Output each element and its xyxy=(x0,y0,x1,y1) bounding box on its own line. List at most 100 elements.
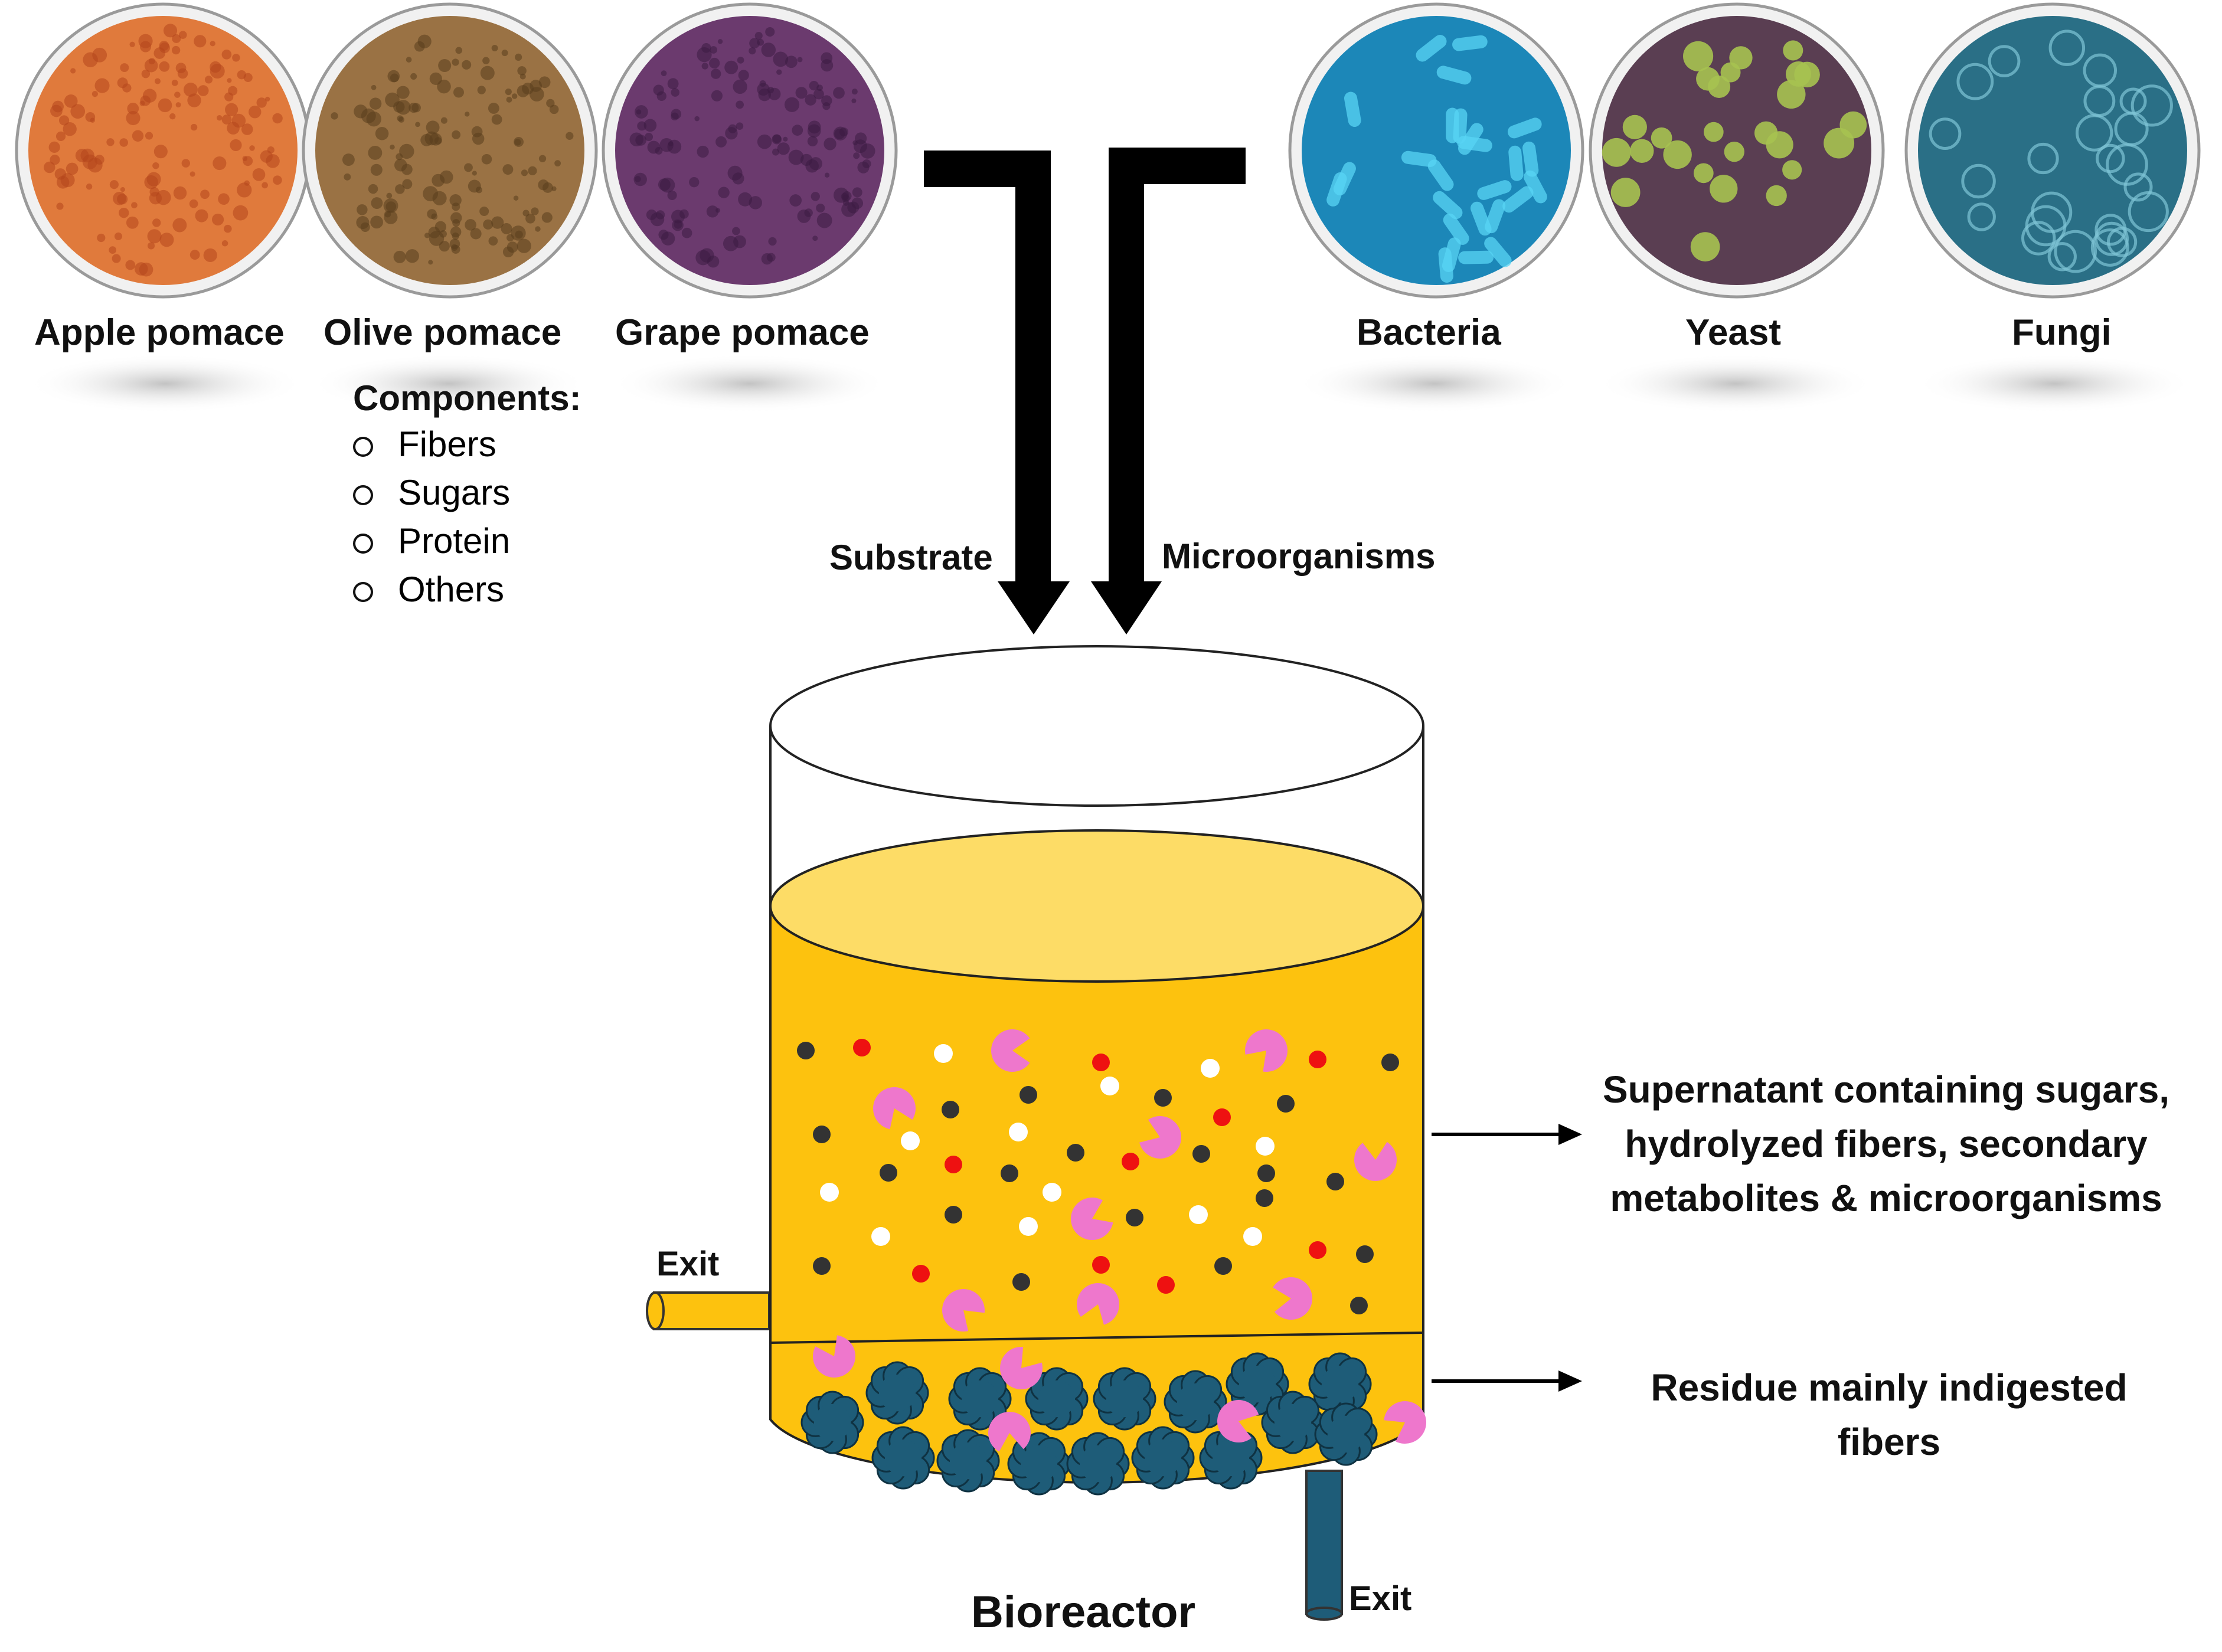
component-item: Others xyxy=(353,569,504,610)
dark-particle xyxy=(1356,1245,1374,1263)
white-particle xyxy=(1019,1217,1038,1236)
white-particle xyxy=(1256,1137,1275,1156)
bioreactor-label: Bioreactor xyxy=(971,1587,1196,1637)
dark-particle xyxy=(813,1126,831,1143)
fiber-clump xyxy=(800,1391,864,1454)
residue-output-arrow xyxy=(1432,1370,1582,1392)
red-particle xyxy=(1092,1256,1110,1274)
enzyme-particle xyxy=(1071,1198,1113,1240)
residue-line: fibers xyxy=(1837,1421,1941,1463)
enzyme-particle xyxy=(988,1412,1031,1452)
supernatant-line: Supernatant containing sugars, xyxy=(1602,1068,2170,1111)
dark-particle xyxy=(1277,1095,1295,1113)
olive-pomace-photo xyxy=(302,2,598,299)
enzyme-particle xyxy=(1384,1401,1427,1444)
fiber-clump xyxy=(871,1426,935,1490)
enzyme-particle xyxy=(1354,1141,1397,1181)
white-particle xyxy=(1009,1123,1028,1141)
dark-particle xyxy=(1154,1089,1172,1107)
bullet-circle-icon xyxy=(353,437,373,457)
white-particle xyxy=(1189,1205,1208,1224)
side-exit-label: Exit xyxy=(656,1245,720,1283)
particles-layer xyxy=(797,1029,1427,1496)
fiber-clump xyxy=(1007,1432,1071,1496)
yeast-label: Yeast xyxy=(1685,312,1782,353)
fiber-clump xyxy=(1066,1432,1130,1496)
fiber-clump xyxy=(1025,1367,1089,1431)
fiber-clump xyxy=(1164,1370,1227,1434)
fiber-clump xyxy=(936,1429,1000,1493)
bioreactor-vessel xyxy=(646,645,1427,1621)
olive-pomace-label: Olive pomace xyxy=(324,312,562,353)
enzyme-particle xyxy=(1000,1347,1043,1389)
white-particle xyxy=(820,1183,839,1202)
supernatant-output-text: Supernatant containing sugars, hydrolyze… xyxy=(1558,1062,2214,1225)
red-particle xyxy=(945,1156,962,1173)
apple-pomace-label: Apple pomace xyxy=(34,312,285,353)
fungi-photo xyxy=(1904,2,2201,299)
microorganisms-arrow xyxy=(1091,148,1246,634)
label-shadows xyxy=(27,354,2193,413)
dark-particle xyxy=(1012,1273,1030,1291)
enzyme-particle xyxy=(942,1289,985,1332)
dark-particle xyxy=(1214,1257,1232,1275)
dark-particle xyxy=(1067,1144,1084,1162)
bullet-circle-icon xyxy=(353,534,373,554)
grape-pomace-photo xyxy=(602,2,898,299)
enzyme-particle xyxy=(1139,1116,1181,1159)
supernatant-line: hydrolyzed fibers, secondary xyxy=(1625,1123,2148,1165)
enzyme-particle xyxy=(991,1029,1030,1072)
dark-particle xyxy=(1350,1297,1368,1314)
dark-particle xyxy=(942,1101,959,1118)
fungi-label: Fungi xyxy=(2012,312,2112,353)
fiber-clump xyxy=(1261,1391,1325,1454)
substrate-label: Substrate xyxy=(829,538,993,577)
fiber-clump xyxy=(1308,1352,1372,1416)
dark-particle xyxy=(1126,1209,1143,1226)
enzyme-particle xyxy=(873,1087,916,1130)
dark-particle xyxy=(945,1206,962,1224)
white-particle xyxy=(1201,1059,1220,1078)
fiber-clump xyxy=(1093,1367,1156,1431)
component-item: Fibers xyxy=(353,424,496,464)
bottom-exit-label: Exit xyxy=(1349,1579,1412,1618)
component-item: Protein xyxy=(353,521,510,561)
fiber-clump xyxy=(948,1367,1012,1431)
red-particle xyxy=(1122,1153,1139,1170)
bacteria-label: Bacteria xyxy=(1357,312,1501,353)
residue-line: Residue mainly indigested xyxy=(1651,1366,2128,1409)
red-particle xyxy=(1157,1276,1175,1294)
yeast-photo xyxy=(1589,2,1885,299)
red-particle xyxy=(1309,1051,1326,1068)
residue-output-text: Residue mainly indigested fibers xyxy=(1558,1360,2220,1469)
components-title: Components: xyxy=(353,378,581,418)
red-particle xyxy=(853,1039,871,1056)
dark-particle xyxy=(1256,1189,1273,1207)
supernatant-output-arrow xyxy=(1432,1124,1582,1145)
white-particle xyxy=(1100,1077,1119,1095)
bacteria-photo xyxy=(1288,2,1584,299)
dark-particle xyxy=(1019,1086,1037,1104)
white-particle xyxy=(1043,1183,1061,1202)
fiber-clump xyxy=(1131,1426,1195,1490)
dark-particle xyxy=(1381,1054,1399,1071)
enzyme-particle xyxy=(1217,1400,1259,1443)
photo-circles xyxy=(15,2,2201,299)
bullet-circle-icon xyxy=(353,582,373,603)
fiber-clump xyxy=(865,1361,929,1425)
dark-particle xyxy=(797,1042,815,1059)
apple-pomace-photo xyxy=(15,2,311,299)
dark-particle xyxy=(1326,1173,1344,1190)
dark-particle xyxy=(1257,1164,1275,1182)
red-particle xyxy=(1309,1241,1326,1259)
red-particle xyxy=(1213,1108,1231,1126)
white-particle xyxy=(901,1131,920,1150)
enzyme-particle xyxy=(1245,1029,1288,1072)
red-particle xyxy=(1092,1054,1110,1071)
red-particle xyxy=(912,1265,930,1283)
supernatant-line: metabolites & microorganisms xyxy=(1610,1177,2162,1219)
enzyme-particle xyxy=(813,1335,855,1378)
white-particle xyxy=(934,1044,953,1063)
enzyme-particle xyxy=(1273,1277,1312,1320)
